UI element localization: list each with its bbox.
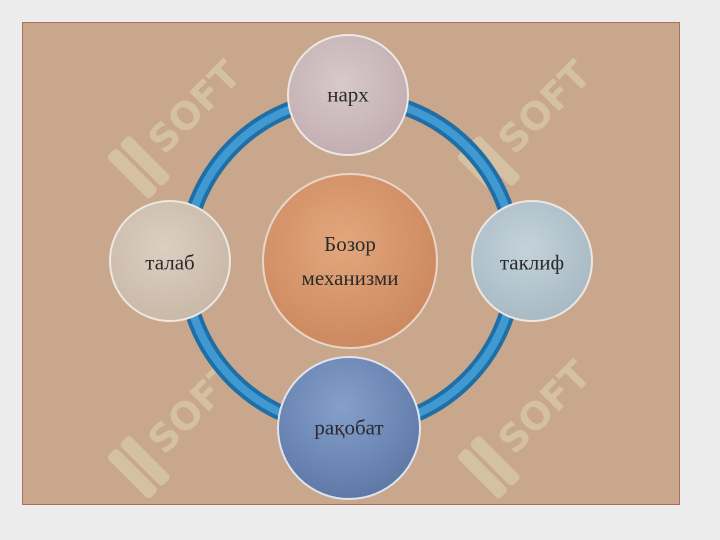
node-top-circle — [287, 34, 409, 156]
center-label-line2: механизми — [301, 266, 399, 290]
center-label-line1: Бозор — [324, 232, 376, 256]
watermark-logo: SOFT — [107, 52, 250, 199]
center-circle — [262, 173, 438, 349]
node-left-label: талаб — [145, 250, 195, 275]
watermark-logo: SOFT — [457, 52, 600, 199]
node-left-circle — [109, 200, 231, 322]
node-right-label: таклиф — [499, 250, 565, 275]
node-bottom-circle — [277, 356, 421, 500]
node-right-circle — [471, 200, 593, 322]
center-label: Бозор механизми — [302, 227, 399, 295]
node-bottom-label: рақобат — [314, 415, 384, 440]
node-top-label: нарх — [327, 82, 369, 107]
watermark-text: SOFT — [489, 52, 599, 162]
diagram-panel: SOFT SOFT SOFT SOFT — [22, 22, 680, 505]
watermark-text: SOFT — [489, 352, 599, 462]
diagram-svg: SOFT SOFT SOFT SOFT — [107, 34, 600, 500]
